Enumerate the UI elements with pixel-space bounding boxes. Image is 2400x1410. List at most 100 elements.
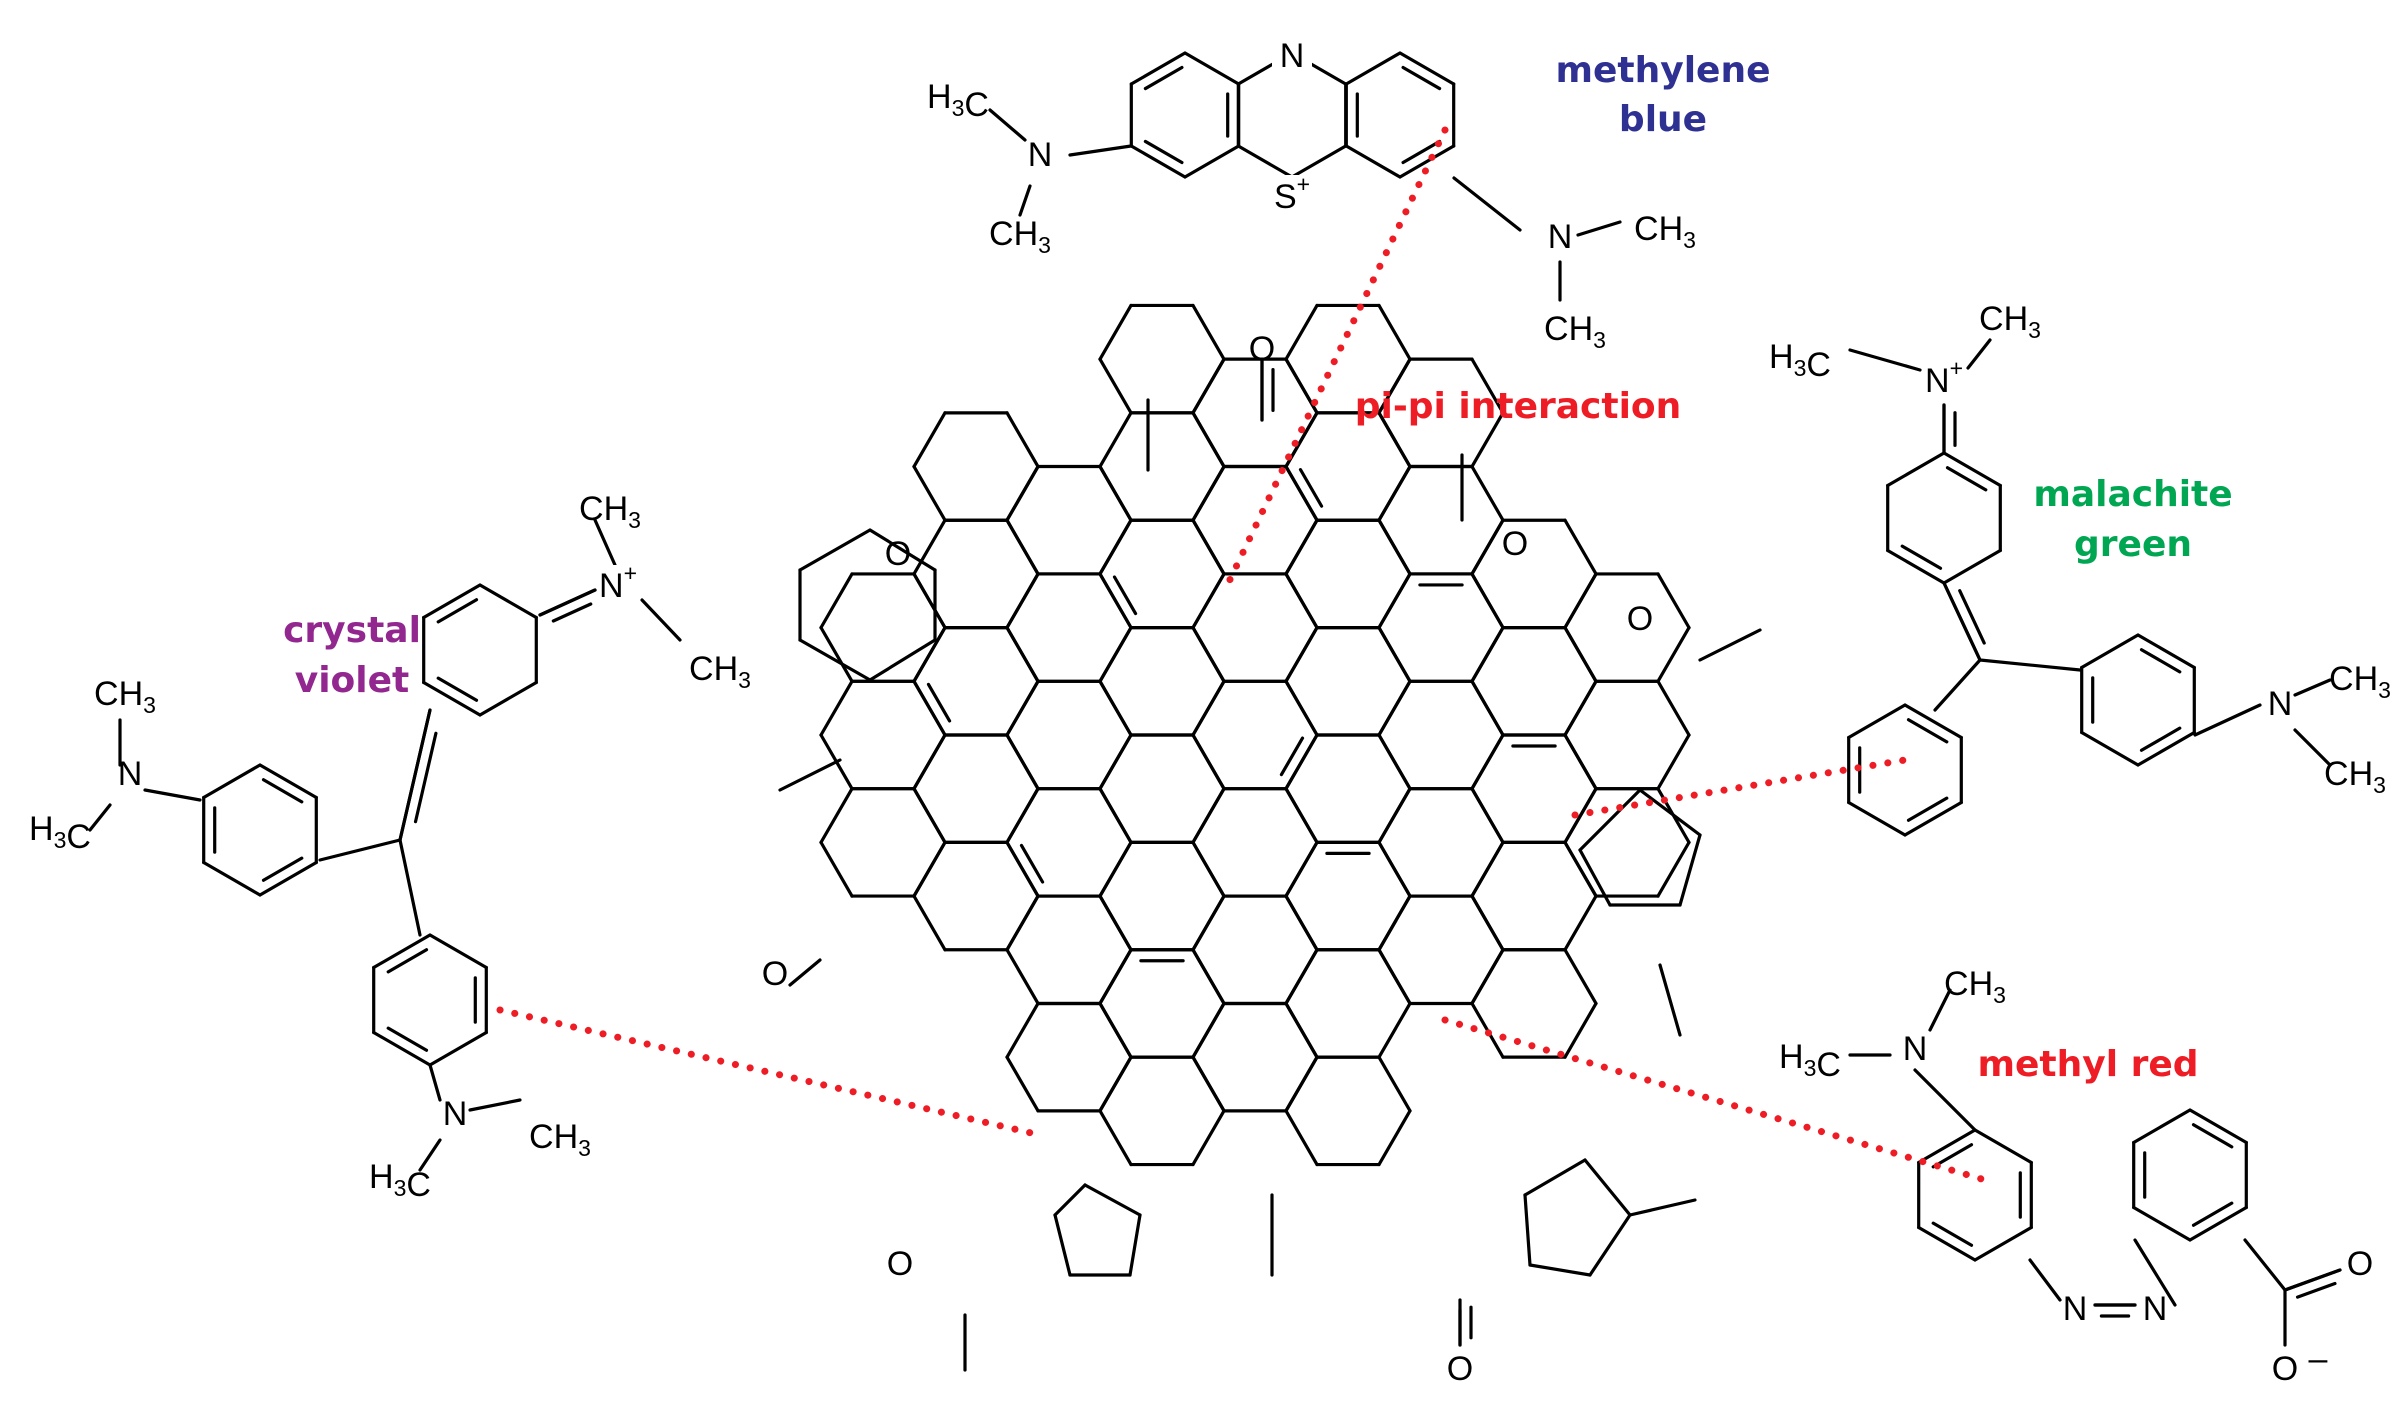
crystal-violet-ring xyxy=(202,860,262,897)
substituent-bond xyxy=(1068,144,1133,157)
graphene-ring xyxy=(1656,840,1691,898)
malachite-green-ring xyxy=(1847,800,1907,837)
graphene-ring xyxy=(819,572,854,630)
pyran-ring xyxy=(798,638,872,682)
substituent-bond xyxy=(593,518,617,567)
graphene-ring xyxy=(1191,1109,1226,1167)
methyl-red-label: methyl red xyxy=(1977,1044,2198,1085)
methyl-group: CH3 xyxy=(689,650,751,693)
methylene-blue-label-line2: blue xyxy=(1619,99,1707,140)
graphene-ring xyxy=(819,840,854,898)
imine-bond xyxy=(538,588,597,617)
methyl-group: CH3 xyxy=(1544,310,1606,353)
crystal-violet-ring xyxy=(258,860,318,897)
graphene-ring xyxy=(912,679,947,737)
crystal-violet-ring xyxy=(386,948,429,974)
graphene-ring xyxy=(912,840,947,898)
graphene-ring xyxy=(1470,787,1505,844)
methylene-blue-ring xyxy=(1129,51,1187,86)
nitrogen-atom: N xyxy=(118,755,143,793)
methylene-blue-ring xyxy=(1183,51,1241,86)
graphene-ring xyxy=(1005,948,1040,1006)
graphene-ring xyxy=(1098,357,1133,415)
methylene-blue-ring xyxy=(1344,144,1402,179)
graphene-ring xyxy=(1098,464,1133,522)
graphene-ring xyxy=(912,894,947,952)
graphene-ring xyxy=(1098,787,1133,844)
graphene-ring xyxy=(1470,948,1505,1006)
methylene-blue-label-line1: methylene xyxy=(1555,50,1770,91)
crystal-violet-ring xyxy=(372,933,432,970)
methyl-red-ring xyxy=(2132,1205,2192,1242)
graphene-ring xyxy=(1284,894,1319,952)
graphene-ring xyxy=(1563,948,1598,1006)
pentagon-ring xyxy=(1583,1158,1632,1217)
graphene-ring xyxy=(1005,733,1040,791)
crystal-violet-ring xyxy=(436,676,479,702)
methyl-group: H3C xyxy=(1779,1038,1841,1084)
malachite-green-ring xyxy=(1900,544,1943,570)
methyl-group: CH3 xyxy=(989,215,1051,258)
pentagon-ring xyxy=(1523,1158,1587,1197)
bond-layer xyxy=(88,51,2342,1372)
graphene-ring xyxy=(912,626,947,683)
substituent-bond xyxy=(1628,1198,1697,1217)
substituent-bond xyxy=(2243,1238,2287,1292)
pentagon-ring xyxy=(1578,848,1612,907)
pyran-ring xyxy=(868,528,937,572)
graphene-ring xyxy=(1284,303,1319,361)
graphene-ring xyxy=(1191,518,1226,576)
methylene-blue-ring xyxy=(1236,144,1294,179)
graphene-ring xyxy=(819,679,854,737)
methyl-group: CH3 xyxy=(579,490,641,533)
pentagon-ring xyxy=(1053,1183,1087,1217)
methylene-blue-ring xyxy=(1143,139,1184,165)
graphene-ring xyxy=(1563,1001,1598,1059)
graphene-ring xyxy=(1284,464,1319,522)
pi-pi-line-malachite-green xyxy=(1571,756,1909,819)
substituent-bond xyxy=(428,1063,442,1102)
nitrogen-atom: N+ xyxy=(599,560,637,605)
substituent-bond xyxy=(318,838,402,862)
graphene-ring xyxy=(1098,411,1133,469)
graphene-ring xyxy=(1563,572,1598,630)
graphene-ring xyxy=(1191,572,1226,630)
graphene-ring xyxy=(1563,894,1598,952)
oxygen-atom: O xyxy=(2347,1245,2373,1283)
crystal-violet-ring xyxy=(428,933,488,970)
graphene-ring xyxy=(1377,787,1412,844)
graphene-ring xyxy=(1098,572,1133,630)
graphene-ring xyxy=(1284,1109,1319,1167)
graphene-ring xyxy=(1470,411,1505,469)
methyl-red-ring xyxy=(2132,1108,2192,1145)
graphene-ring xyxy=(1098,518,1133,576)
graphene-ring xyxy=(1191,1055,1226,1113)
malachite-green-ring xyxy=(1942,548,2002,585)
graphene-ring xyxy=(1656,572,1691,630)
crystal-violet-ring xyxy=(261,856,304,882)
exocyclic-bond xyxy=(1958,589,1986,645)
graphene-ring xyxy=(1284,626,1319,683)
crystal-violet-ring xyxy=(422,680,482,717)
methyl-group: CH3 xyxy=(1634,210,1696,253)
graphene-ring xyxy=(1563,787,1598,844)
graphene-ring xyxy=(1470,894,1505,952)
graphene-ring xyxy=(1470,840,1505,898)
graphene-ring xyxy=(1279,736,1305,777)
interaction-layer xyxy=(496,126,1989,1184)
substituent-bond xyxy=(1698,628,1762,662)
malachite-green-ring xyxy=(1903,703,1963,740)
oxygen-atom: O xyxy=(1627,600,1653,638)
graphene-ring xyxy=(1563,733,1598,791)
methyl-red-ring xyxy=(1931,1143,1974,1169)
methyl-red-ring xyxy=(1931,1221,1974,1247)
pentagon-ring xyxy=(1528,1263,1592,1277)
graphene-ring xyxy=(1563,518,1598,576)
graphene-ring xyxy=(1191,948,1226,1006)
methylene-blue-ring xyxy=(1401,139,1442,165)
graphene-ring xyxy=(912,411,947,469)
graphene-ring xyxy=(1284,572,1319,630)
oxygen-atom: O xyxy=(887,1245,913,1283)
methylene-blue-ring xyxy=(1344,51,1402,86)
graphene-ring xyxy=(912,733,947,791)
